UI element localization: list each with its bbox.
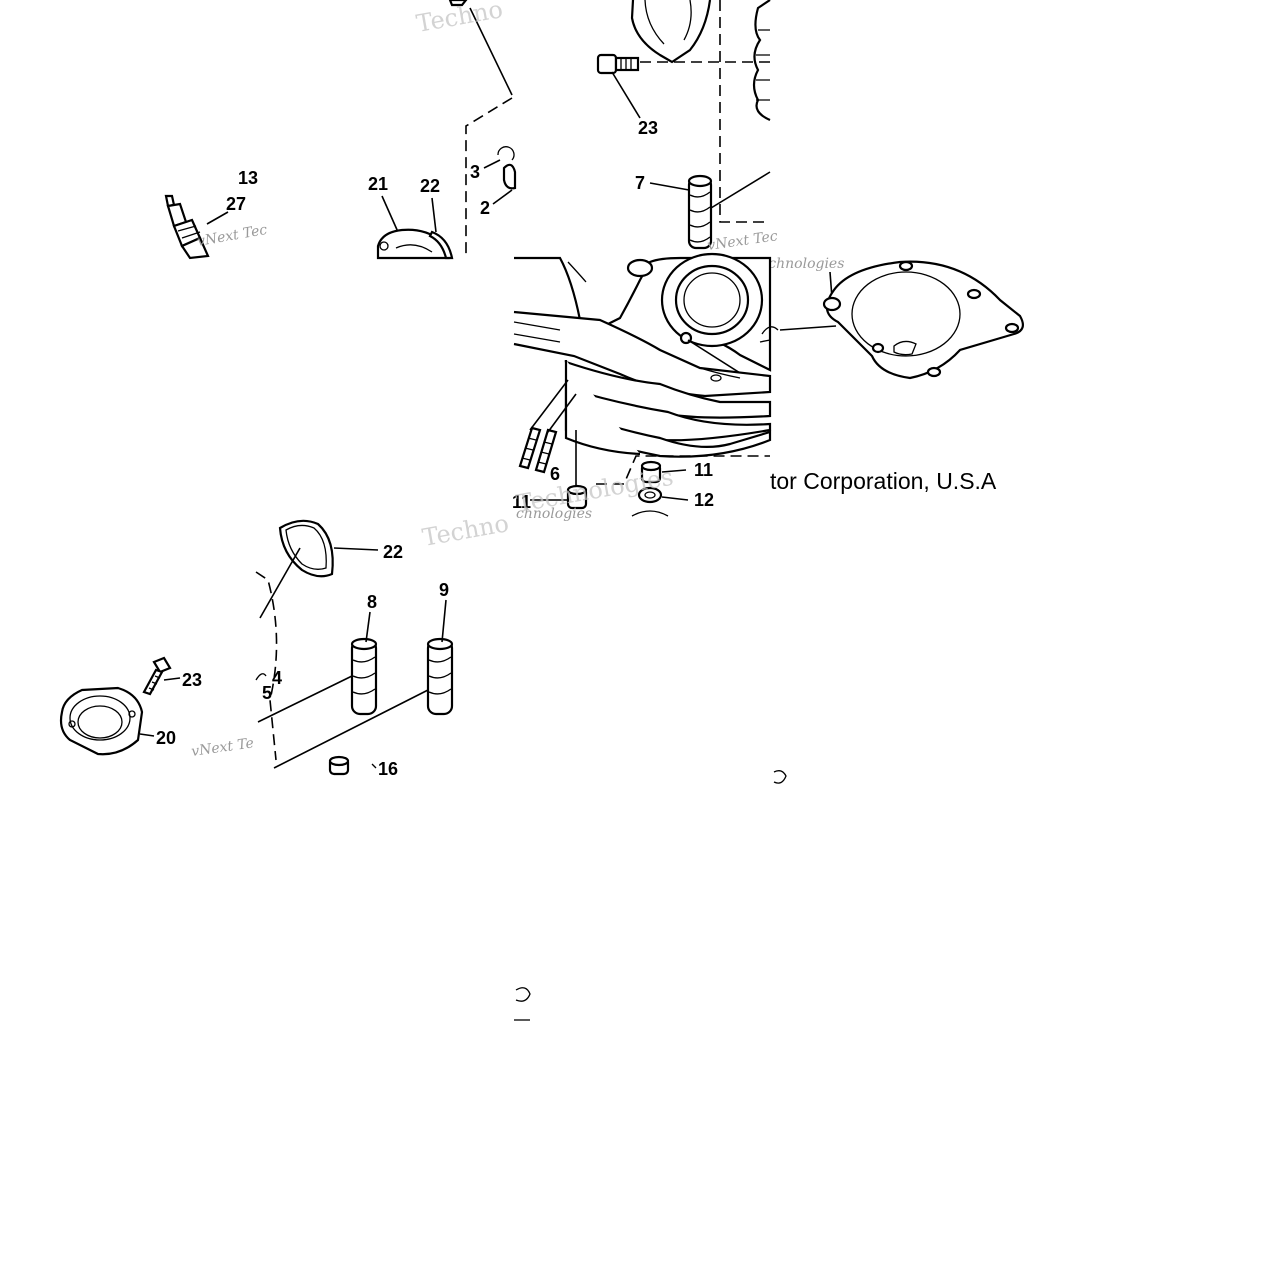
studs-part (518, 426, 558, 474)
inspection-cap-part (376, 228, 454, 260)
callout-6: 6 (550, 464, 560, 484)
leader-22-diag (259, 547, 301, 619)
callout-22-mid: 22 (383, 542, 403, 562)
dowel-pin-7-part (687, 174, 713, 250)
stud-hole (626, 258, 654, 278)
leader-8 (365, 611, 371, 643)
leader-22-top (431, 197, 437, 233)
tile-center-cylinder: 6 11 11 12 (512, 252, 772, 517)
callout-4: 4 (272, 668, 282, 688)
leader-top-left (469, 7, 513, 96)
callout-20: 20 (156, 728, 176, 748)
callout-7: 7 (635, 173, 645, 193)
plug-16-part (328, 755, 350, 776)
callout-11-right: 11 (694, 460, 713, 480)
callout-23-bot: 23 (182, 670, 202, 690)
tile-top-center: 23 7 (596, 0, 771, 250)
dowel-pin-9-part (426, 637, 454, 716)
cylinder-right-edge (759, 326, 779, 343)
leader-11-right (661, 469, 687, 473)
watermark-techno-mid: Techno (420, 509, 511, 552)
leader-20 (139, 733, 155, 737)
callout-16: 16 (378, 759, 398, 779)
tile-bottom-left: 22 4 5 8 9 23 (59, 519, 454, 779)
leader-3 (483, 159, 501, 169)
bolt-part (596, 53, 640, 75)
watermark-fragment-right (773, 770, 787, 784)
leader-gasket-left (779, 325, 837, 331)
leader-23-top (611, 71, 641, 119)
gasket-oil-port (893, 340, 917, 356)
watermark-techno-top: Techno (414, 0, 505, 38)
gasket-hole-right (966, 288, 982, 300)
gasket-hole-tab (1004, 322, 1020, 334)
o-ring-12-inner (644, 491, 656, 499)
callout-11-left: 11 (512, 492, 531, 512)
gasket-hole-top (898, 260, 914, 272)
callout-27: 27 (226, 194, 246, 214)
leader-21 (381, 195, 399, 233)
watermark-technologies-mid: chnologies (516, 506, 592, 522)
gasket-hole-left (822, 296, 842, 312)
part-edge-bottom (631, 510, 669, 517)
tile-top-left: 3 2 13 27 21 22 (164, 0, 517, 260)
o-ring-12-part (637, 486, 663, 504)
clip-ring-part (497, 146, 515, 161)
callout-5: 5 (262, 683, 272, 703)
spark-plug-part (164, 194, 210, 260)
dash-line-left (465, 97, 513, 258)
callout-9: 9 (439, 580, 449, 600)
leader-9 (441, 599, 447, 643)
dowel-11-right-part (640, 460, 662, 484)
valve-part (502, 163, 517, 190)
watermark-vnext-right: vNext Tec (706, 228, 778, 254)
gasket-bore (851, 271, 961, 357)
dash-line-bottom (596, 455, 770, 485)
bore-sleeve (683, 272, 741, 328)
callout-3: 3 (470, 162, 480, 182)
callout-21: 21 (368, 174, 388, 194)
leader-12 (661, 496, 689, 501)
intake-flange-part (59, 686, 144, 756)
valve-cover-part (630, 0, 712, 64)
callout-13: 13 (238, 168, 258, 188)
callout-23-top: 23 (638, 118, 658, 138)
watermark-vnext-left: vNext Tec (196, 222, 269, 250)
dowel-11-left-part (566, 484, 588, 510)
tile-right-gasket: tor Corporation, U.S.A (759, 260, 1025, 494)
leader-16 (371, 763, 377, 769)
gasket-hole-lower-left (871, 342, 885, 354)
dowel-pin-8-part (350, 637, 378, 716)
small-part-top (448, 0, 468, 7)
dash-line-lower (255, 571, 278, 761)
bolt-bottom-part (142, 656, 172, 696)
leader-2 (492, 189, 513, 205)
copyright-text: tor Corporation, U.S.A (770, 468, 997, 494)
leader-7 (649, 182, 690, 191)
watermark-fragment-bottom (515, 987, 531, 1002)
dash-line-right (719, 0, 770, 223)
cylinder-fins-part (752, 0, 771, 122)
watermark-technologies-right: echnologies (760, 256, 844, 272)
callout-8: 8 (367, 592, 377, 612)
gasket-hole-bottom (926, 366, 942, 378)
leader-27 (206, 211, 229, 225)
leader-pins (257, 675, 429, 769)
bore-inner (674, 264, 750, 336)
callout-2: 2 (480, 198, 490, 218)
watermark-vnext-bottom-left: vNext Te (190, 735, 255, 760)
callout-12: 12 (694, 490, 714, 510)
leader-7-right (710, 171, 771, 209)
head-gasket-part (825, 260, 1025, 380)
cylinder-skirt (564, 360, 641, 456)
leader-22-mid (333, 547, 379, 551)
cylinder-edge (567, 261, 587, 283)
leader-23-bot (163, 677, 181, 681)
callout-22-top: 22 (420, 176, 440, 196)
leader-studs (529, 379, 577, 433)
small-part-4 (255, 673, 267, 681)
gasket-22-inner (285, 524, 327, 570)
